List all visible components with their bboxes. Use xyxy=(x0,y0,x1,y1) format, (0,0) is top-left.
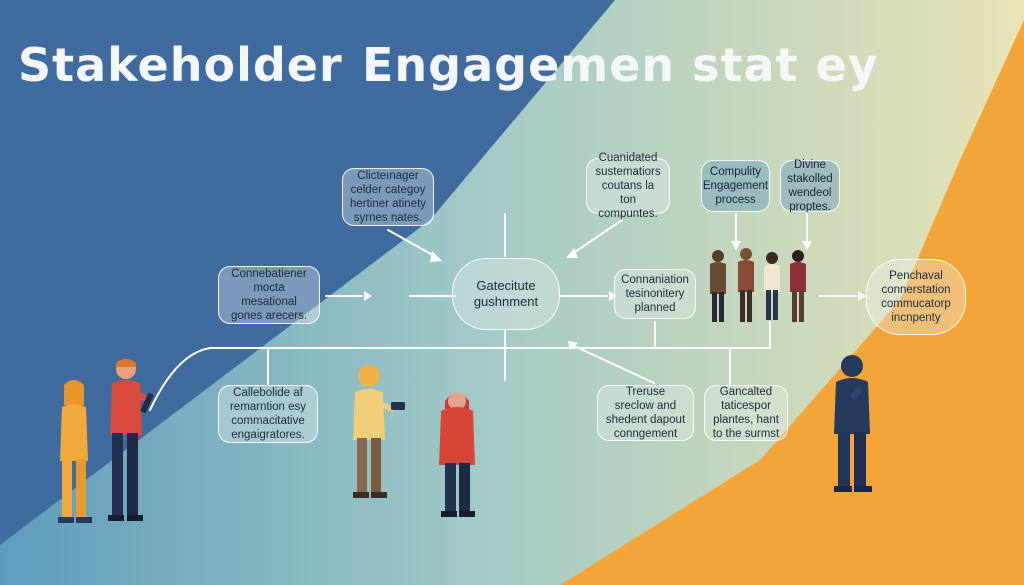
node-label: Penchaval connerstation commucatorp incn… xyxy=(881,270,951,324)
person-figure-icon xyxy=(108,359,154,521)
node-penchaval: Penchaval connerstation commucatorp incn… xyxy=(866,259,966,335)
title-part-2: Engagemen stat ey xyxy=(362,38,879,92)
node-label: Cuanidated sustematiors coutans la ton c… xyxy=(595,152,661,220)
node-compuliy: Compulity Engagement process xyxy=(701,160,770,212)
node-label: Connebatiener mocta mesational gones are… xyxy=(230,268,308,322)
node-label: Divine stakolled wendeol proptes. xyxy=(787,159,833,213)
person-figure-icon xyxy=(58,380,92,523)
group-of-people-icon xyxy=(710,248,806,322)
node-label: Connaniation tesinonitery planned xyxy=(621,274,689,314)
node-label: Clicteınager celder categoy hertiner ati… xyxy=(349,170,427,224)
node-callebolide: Callebolide af remarntion esy commacitat… xyxy=(218,385,318,443)
node-label: Treruse sreclow and shedent dapout conng… xyxy=(605,386,686,440)
orange-region xyxy=(560,20,1024,585)
node-connaniation: Connaniation tesinonitery planned xyxy=(614,269,696,319)
node-cuanidated: Cuanidated sustematiors coutans la ton c… xyxy=(586,152,670,220)
node-divine: Divine stakolled wendeol proptes. xyxy=(780,159,840,213)
person-figure-icon xyxy=(439,392,475,517)
node-label: Gancalted taticespor plantes, hant to th… xyxy=(712,386,780,440)
node-connebatiener: Connebatiener mocta mesational gones are… xyxy=(218,266,320,324)
node-center: Gatecitute gushnment xyxy=(452,258,560,330)
person-figure-icon xyxy=(353,365,405,498)
node-label: Compulity Engagement process xyxy=(702,166,769,206)
node-treruse: Treruse sreclow and shedent dapout conng… xyxy=(597,385,694,441)
tablet-icon xyxy=(140,392,154,414)
node-gancalted: Gancalted taticespor plantes, hant to th… xyxy=(704,385,788,441)
node-clicte-manager: Clicteınager celder categoy hertiner ati… xyxy=(342,168,434,226)
node-label: Gatecitute gushnment xyxy=(473,278,539,309)
node-label: Callebolide af remarntion esy commacitat… xyxy=(229,387,307,441)
person-figure-icon xyxy=(834,355,872,492)
title-part-1: Stakeholder xyxy=(18,38,343,92)
tablet-icon xyxy=(391,402,405,410)
